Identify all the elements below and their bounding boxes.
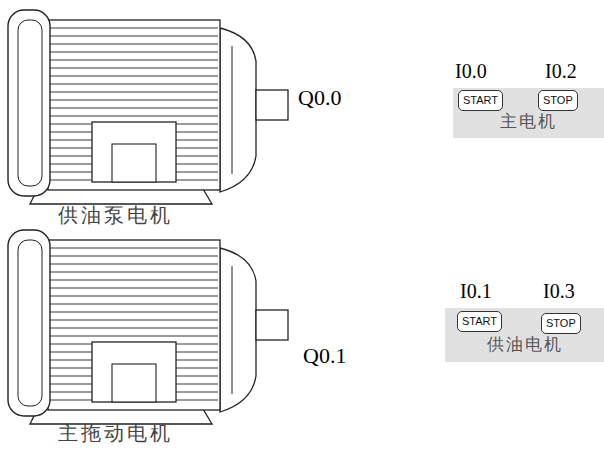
cooling-fin (50, 312, 218, 313)
push-button: START (457, 311, 502, 332)
input-address: I0.3 (543, 280, 575, 302)
terminal-box (92, 122, 176, 182)
motor-body (48, 240, 220, 410)
cooling-fin (50, 44, 218, 45)
cooling-fin (50, 336, 218, 337)
cooling-fin (50, 108, 218, 109)
input-address: I0.1 (460, 280, 492, 302)
cooling-fin (50, 288, 218, 289)
cooling-fin (50, 100, 218, 101)
cooling-fin (50, 248, 218, 249)
input-address: I0.0 (455, 60, 487, 82)
button-text: STOP (546, 317, 576, 329)
end-cap-rim (18, 20, 42, 186)
bell-line (232, 46, 233, 174)
motor-drawing (8, 10, 288, 204)
motor-end-bell (220, 28, 256, 192)
cooling-fin (50, 36, 218, 37)
motor-body (48, 20, 220, 190)
cooling-fin (50, 272, 218, 273)
cooling-fin (50, 92, 218, 93)
motor-drawing (8, 230, 288, 424)
motor-shaft (256, 90, 288, 120)
cooling-fin (50, 84, 218, 85)
push-button: START (458, 90, 503, 111)
cooling-fin (50, 320, 218, 321)
button-text: START (463, 94, 498, 106)
button-text: START (462, 315, 497, 327)
motor-end-cap (8, 230, 50, 416)
input-address: I0.2 (545, 60, 577, 82)
end-cap-rim (18, 240, 42, 406)
motor-caption: 供油泵电机 (58, 204, 173, 226)
cooling-fin (50, 28, 218, 29)
button-panel: 主电机START STOP (453, 88, 604, 138)
motor-shaft (256, 310, 288, 340)
cooling-fin (50, 60, 218, 61)
cooling-fin (50, 296, 218, 297)
cooling-fin (50, 256, 218, 257)
push-button: STOP (541, 313, 581, 334)
cooling-fin (50, 280, 218, 281)
motor-end-cap (8, 10, 50, 196)
motor-caption: 主拖动电机 (58, 422, 173, 444)
bell-line (232, 266, 233, 394)
panel-title: 主电机 (500, 112, 557, 131)
cooling-fin (50, 328, 218, 329)
cooling-fin (50, 264, 218, 265)
cooling-fin (50, 116, 218, 117)
panel-title: 供油电机 (487, 335, 563, 354)
terminal-box (92, 342, 176, 402)
output-address: Q0.1 (303, 344, 346, 368)
cooling-fin (50, 52, 218, 53)
push-button: STOP (538, 90, 578, 111)
terminal-cover (112, 144, 156, 182)
cooling-fin (50, 76, 218, 77)
output-address: Q0.0 (298, 86, 341, 110)
button-text: STOP (543, 94, 573, 106)
terminal-cover (112, 364, 156, 402)
cooling-fin (50, 68, 218, 69)
cooling-fin (50, 304, 218, 305)
button-panel: 供油电机 START STOP (445, 308, 604, 362)
motor-end-bell (220, 248, 256, 412)
